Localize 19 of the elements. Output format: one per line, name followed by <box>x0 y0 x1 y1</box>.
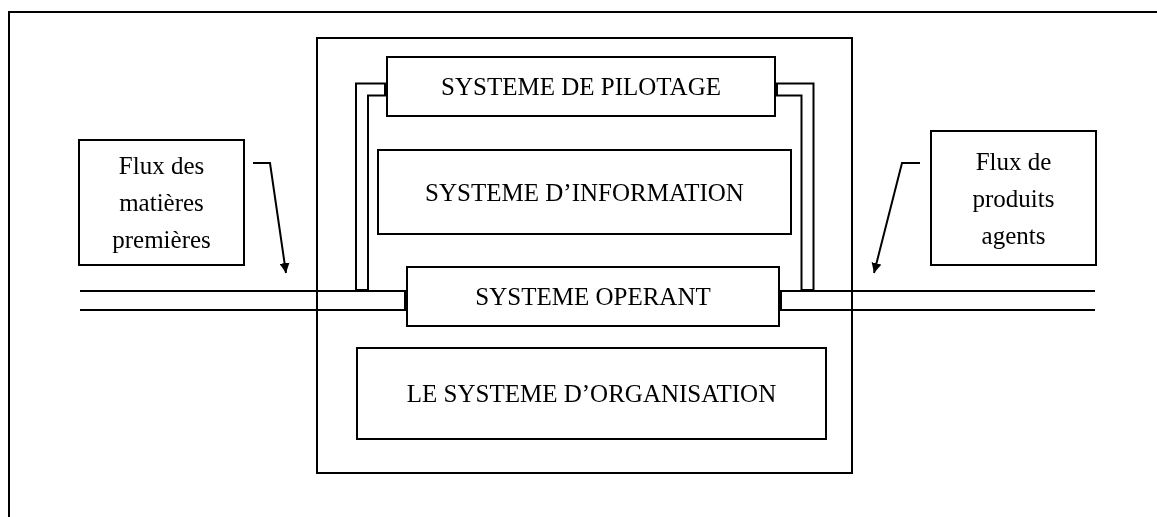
arrow <box>252 162 290 274</box>
flow-label: Flux des matières premières <box>111 151 212 255</box>
system-label: LE SYSTEME D’ORGANISATION <box>406 379 777 409</box>
flow-line <box>78 290 406 311</box>
flow-line <box>780 290 1097 311</box>
system-box <box>356 347 827 440</box>
system-box <box>377 149 792 235</box>
link-line <box>776 82 815 291</box>
arrow <box>871 162 921 274</box>
label-box <box>930 130 1097 266</box>
system-label: SYSTEME D’INFORMATION <box>425 177 744 208</box>
label-box <box>78 139 245 266</box>
link-line <box>355 82 386 291</box>
system-label: SYSTEME DE PILOTAGE <box>441 72 721 102</box>
flow-label: Flux de produits agents <box>971 146 1056 251</box>
system-label: SYSTEME OPERANT <box>475 282 711 312</box>
system-box <box>386 56 776 117</box>
system-box <box>406 266 780 327</box>
system-frame <box>316 37 853 474</box>
